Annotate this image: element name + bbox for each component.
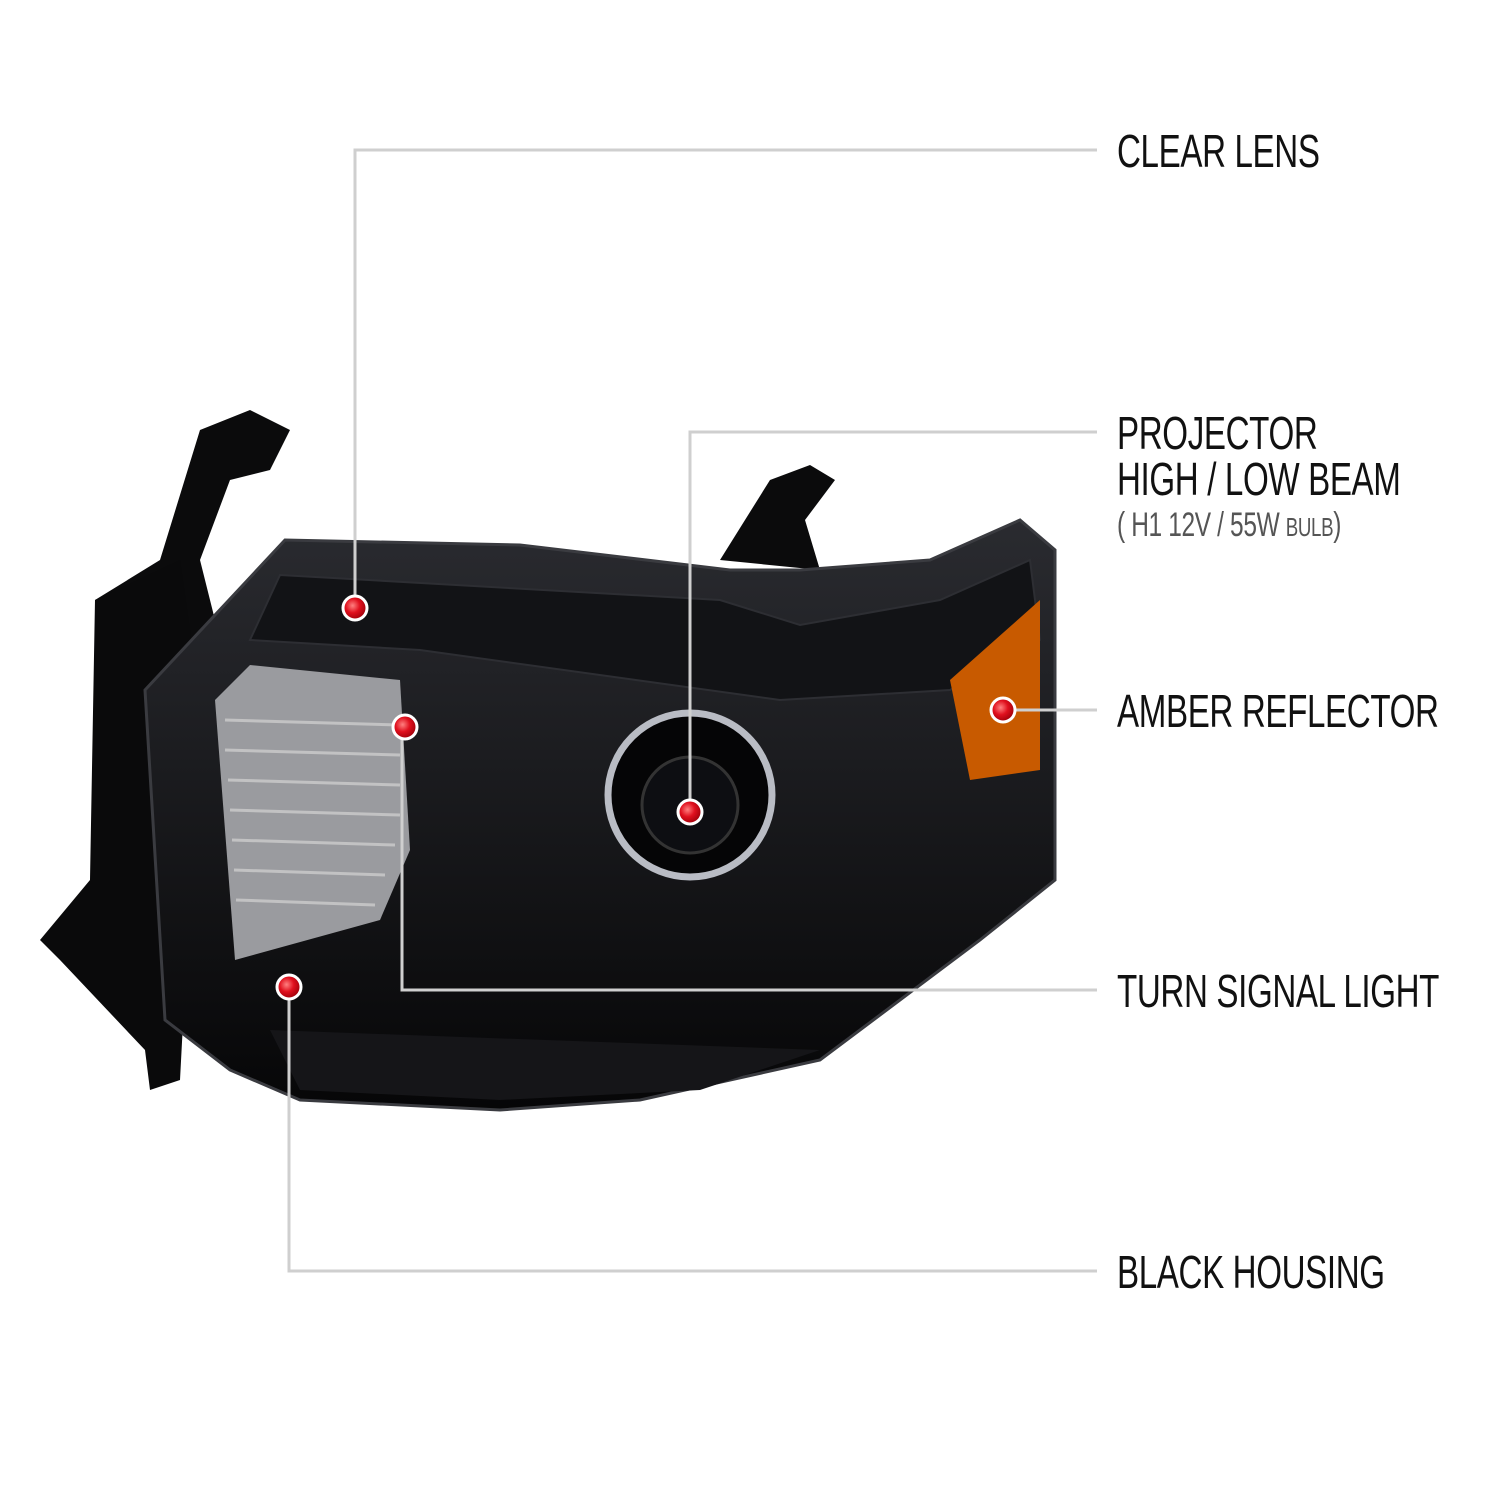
mounting-bracket-right (720, 465, 835, 570)
leader-line-housing (287, 987, 1097, 1273)
spec-open-paren: ( (1117, 506, 1125, 544)
amber-reflector (950, 600, 1040, 780)
label-projector-line2: HIGH / LOW BEAM (1117, 453, 1401, 505)
label-projector-line1: PROJECTOR (1117, 407, 1318, 459)
spec-value: H1 12V / 55W (1131, 506, 1280, 544)
marker-housing (275, 973, 303, 1001)
label-projector-spec: ( H1 12V / 55W BULB) (1117, 502, 1401, 550)
label-turn-signal: TURN SIGNAL LIGHT (1117, 965, 1440, 1017)
leader-line-projector (688, 430, 1097, 812)
label-projector: PROJECTOR HIGH / LOW BEAM ( H1 12V / 55W… (1117, 410, 1401, 550)
marker-clear-lens (341, 594, 369, 622)
spec-bulb: BULB (1285, 512, 1334, 542)
leader-line-clear-lens (353, 148, 1097, 608)
label-black-housing: BLACK HOUSING (1117, 1246, 1385, 1298)
marker-amber (989, 696, 1017, 724)
leader-line-turn-signal (400, 727, 1097, 992)
leader-lines (287, 148, 1097, 1273)
marker-projector (676, 798, 704, 826)
spec-close-paren: ) (1333, 506, 1342, 544)
label-amber-reflector: AMBER REFLECTOR (1117, 685, 1439, 737)
label-clear-lens: CLEAR LENS (1117, 125, 1320, 177)
bottom-trim (270, 1030, 820, 1100)
marker-turn-signal (391, 713, 419, 741)
